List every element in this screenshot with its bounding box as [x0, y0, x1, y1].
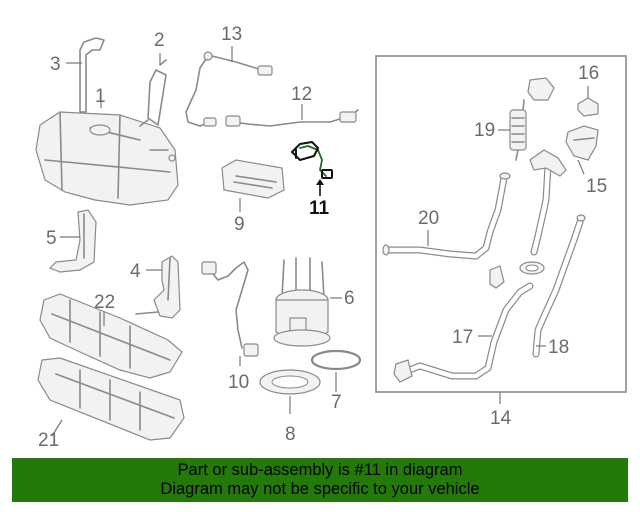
fuel-tank-part-1[interactable] [35, 111, 179, 206]
callout-3: 3 [50, 54, 61, 75]
shield-part-4[interactable] [135, 255, 181, 319]
callout-12: 12 [291, 84, 312, 105]
parts-diagram: 1 2 3 4 5 22 21 [35, 24, 627, 451]
wiring-harness-part-12[interactable] [225, 109, 359, 127]
clamp-fitting[interactable] [489, 261, 545, 289]
callout-20: 20 [418, 208, 439, 229]
callout-17: 17 [452, 327, 473, 348]
callout-14: 14 [490, 408, 512, 429]
lock-ring-part-8[interactable] [259, 369, 321, 395]
footer-line-1: Part or sub-assembly is #11 in diagram [177, 461, 463, 479]
callout-4: 4 [130, 261, 141, 282]
fill-hose-part-17[interactable] [393, 282, 534, 383]
fuel-pump-part-6[interactable] [273, 257, 331, 347]
callout-6: 6 [344, 288, 355, 309]
footer-line-2: Diagram may not be specific to your vehi… [160, 480, 480, 498]
filler-neck[interactable] [529, 149, 567, 256]
callout-18: 18 [548, 337, 569, 358]
callout-2: 2 [154, 30, 165, 51]
filler-cap-part-16[interactable] [577, 97, 599, 117]
callout-9: 9 [234, 214, 245, 235]
skid-plate-part-22[interactable] [39, 293, 183, 379]
callout-15: 15 [586, 176, 607, 197]
callout-1: 1 [95, 86, 106, 107]
vent-hose-part-20[interactable] [382, 172, 511, 260]
lower-shield-part-21[interactable] [37, 357, 185, 441]
vent-tube-part-18[interactable] [532, 214, 586, 358]
filler-pipe-part-19[interactable] [509, 77, 555, 161]
callout-7: 7 [331, 392, 342, 413]
callout-22: 22 [94, 292, 115, 313]
filler-housing-part-15[interactable] [565, 125, 599, 161]
callout-10: 10 [228, 372, 249, 393]
callout-13: 13 [221, 24, 242, 45]
wiring-harness-part-11[interactable] [291, 141, 333, 179]
tank-strap-part-3[interactable] [79, 37, 105, 113]
tank-strap-part-2[interactable] [139, 59, 167, 127]
callout-5: 5 [46, 228, 57, 249]
footer-banner: Part or sub-assembly is #11 in diagram D… [12, 458, 628, 502]
callout-11: 11 [309, 198, 330, 219]
wiring-harness-part-10[interactable] [201, 261, 259, 357]
shield-part-5[interactable] [48, 209, 97, 273]
wiring-harness-part-13[interactable] [185, 51, 273, 127]
filler-assembly-frame [375, 55, 627, 393]
seal-part-7[interactable] [310, 349, 362, 371]
control-module-part-9[interactable] [221, 159, 285, 199]
callout-21: 21 [38, 430, 59, 451]
callout-16: 16 [578, 63, 599, 84]
callout-19: 19 [474, 120, 495, 141]
callout-8: 8 [285, 424, 296, 445]
